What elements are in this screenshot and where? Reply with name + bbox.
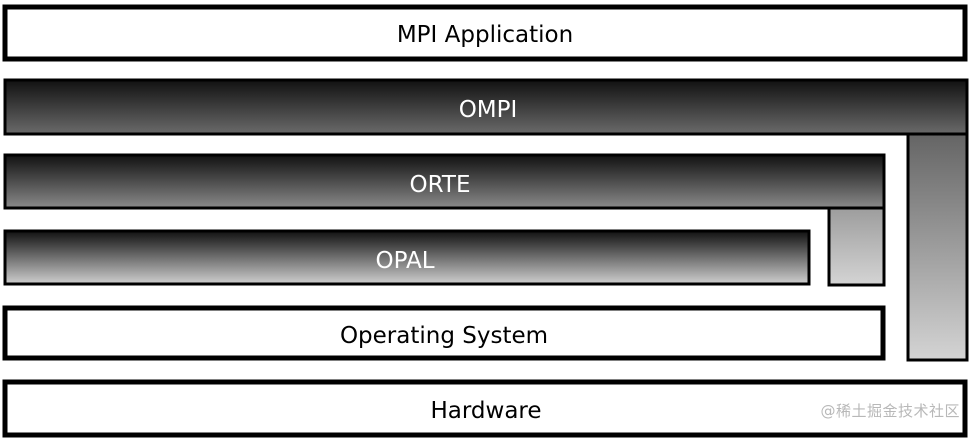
ompi-bar (3, 78, 969, 136)
orte-label: ORTE (410, 172, 471, 198)
watermark-text: @稀土掘金技术社区 (820, 402, 960, 420)
layer-orte: ORTE (3, 153, 886, 287)
opal-box (3, 229, 811, 286)
hardware-label: Hardware (430, 398, 541, 424)
orte-bar (3, 153, 886, 210)
mpi-application-box (2, 4, 968, 62)
ompi-label: OMPI (459, 97, 518, 123)
operating-system-label: Operating System (340, 323, 548, 349)
hardware-box (2, 379, 968, 438)
layer-opal: OPAL (3, 229, 811, 286)
layer-ompi: OMPI (3, 78, 969, 362)
layer-hardware: Hardware (2, 379, 968, 438)
mpi-application-label: MPI Application (397, 22, 573, 48)
layer-operating-system: Operating System (2, 305, 886, 361)
opal-label: OPAL (375, 248, 434, 274)
operating-system-box (2, 305, 886, 361)
layer-mpi-application: MPI Application (2, 4, 968, 62)
